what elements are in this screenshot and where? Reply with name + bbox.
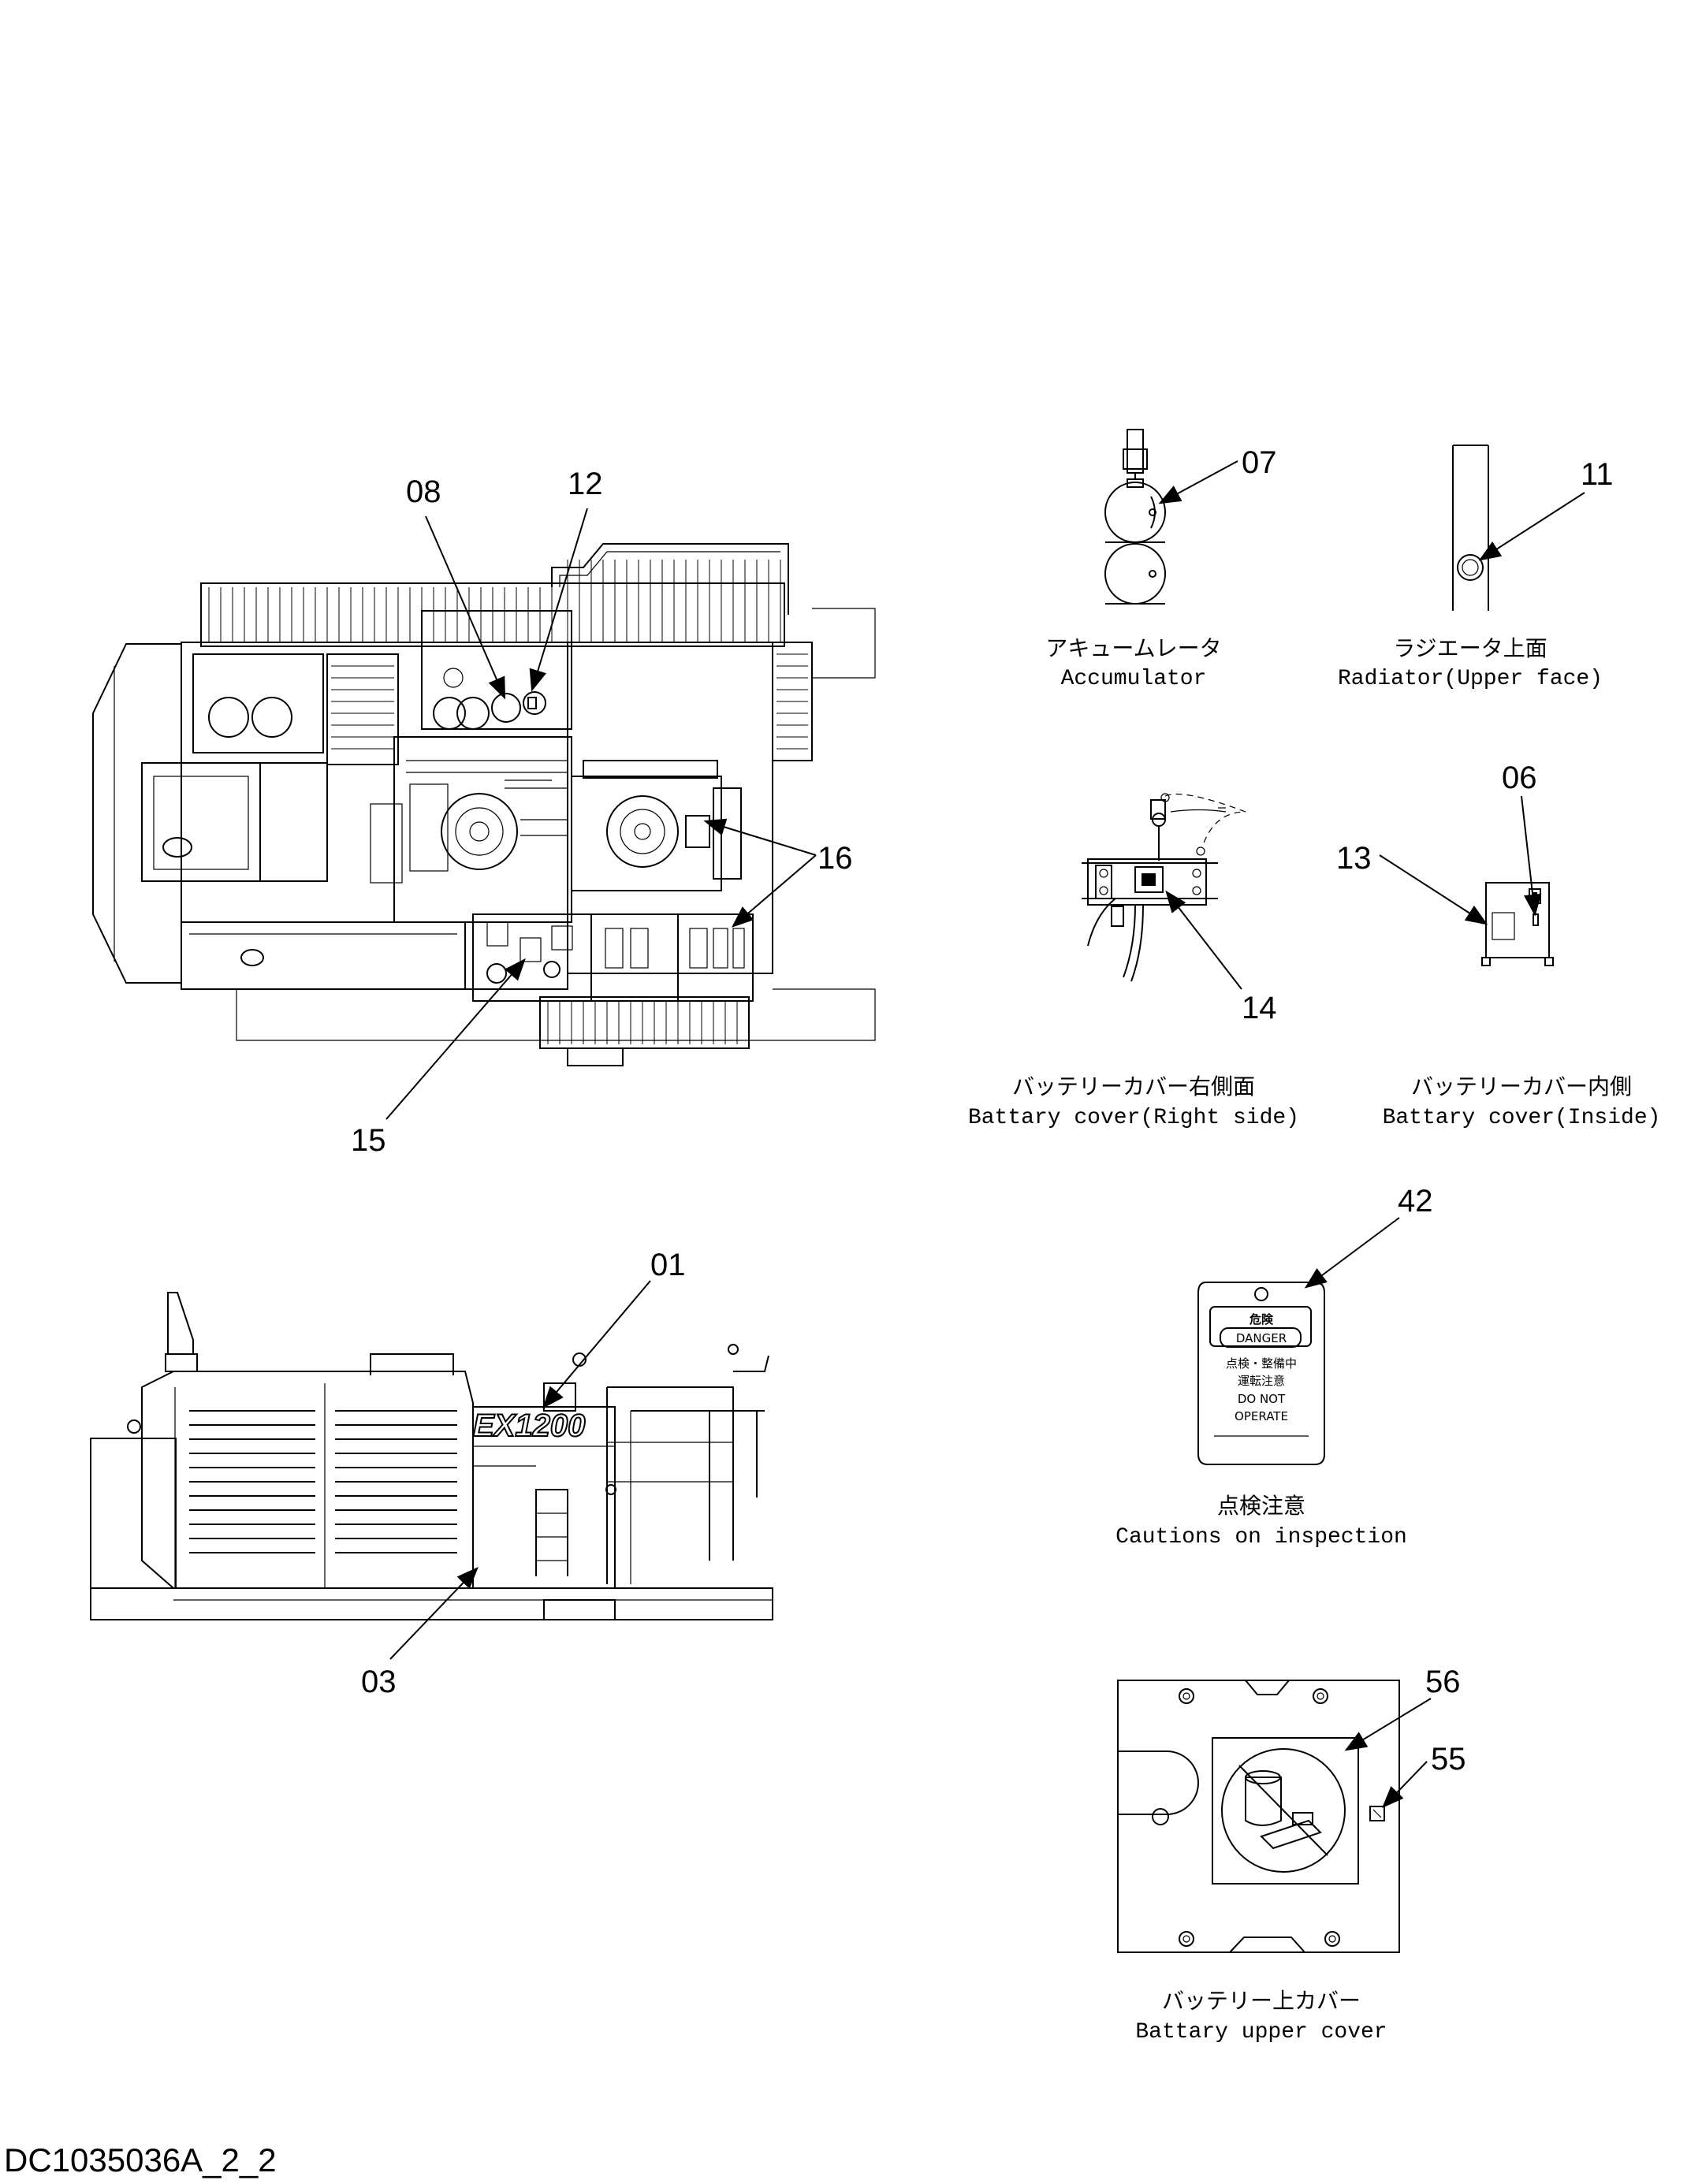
caption-battery-right-en: Battary cover(Right side) bbox=[968, 1106, 1299, 1130]
caption-radiator-jp: ラジエータ上面 bbox=[1393, 635, 1547, 661]
caption-radiator-en: Radiator(Upper face) bbox=[1338, 667, 1603, 691]
callout-42: 42 bbox=[1398, 1184, 1433, 1219]
callout-03: 03 bbox=[361, 1665, 397, 1699]
callout-56: 56 bbox=[1425, 1665, 1461, 1699]
callout-15: 15 bbox=[351, 1123, 386, 1158]
machine-side-view bbox=[90, 1292, 773, 1620]
caption-inspection-en: Cautions on inspection bbox=[1115, 1525, 1407, 1550]
battery-upper-cover-detail bbox=[1117, 1680, 1400, 1953]
tag-line3: 点検・整備中 bbox=[1226, 1356, 1297, 1371]
tag-line4: 運転注意 bbox=[1238, 1374, 1285, 1388]
tag-line6: OPERATE bbox=[1235, 1409, 1288, 1423]
caption-battery-inside-jp: バッテリーカバー内側 bbox=[1411, 1073, 1632, 1099]
top-grill-lines bbox=[208, 560, 781, 642]
callout-13: 13 bbox=[1336, 841, 1372, 876]
model-badge: EX1200 bbox=[473, 1408, 585, 1443]
callout-01: 01 bbox=[650, 1248, 686, 1282]
callout-11: 11 bbox=[1581, 457, 1614, 492]
callout-14: 14 bbox=[1242, 991, 1277, 1025]
callout-08: 08 bbox=[406, 474, 441, 509]
caption-battery-inside-en: Battary cover(Inside) bbox=[1383, 1106, 1661, 1130]
radiator-detail bbox=[1452, 445, 1489, 611]
tag-line2: DANGER bbox=[1236, 1331, 1287, 1345]
caption-accumulator-jp: アキュームレータ bbox=[1045, 635, 1221, 661]
tag-line5: DO NOT bbox=[1238, 1392, 1286, 1406]
callout-07: 07 bbox=[1242, 445, 1277, 480]
callout-06: 06 bbox=[1502, 761, 1537, 795]
battery-cover-inside-detail bbox=[1481, 882, 1554, 966]
side-louvers bbox=[189, 1410, 457, 1553]
callout-55: 55 bbox=[1431, 1742, 1466, 1777]
caption-battery-upper-en: Battary upper cover bbox=[1135, 2020, 1387, 2044]
machine-top-view bbox=[92, 543, 876, 1066]
accumulator-detail bbox=[1104, 429, 1166, 605]
caption-battery-upper-jp: バッテリー上カバー bbox=[1162, 1988, 1361, 2014]
battery-cover-right-detail bbox=[1082, 793, 1246, 982]
document-id: DC1035036A_2_2 bbox=[4, 2141, 277, 2178]
callout-16: 16 bbox=[817, 841, 853, 876]
callout-12: 12 bbox=[568, 467, 603, 501]
caption-accumulator-en: Accumulator bbox=[1061, 667, 1207, 691]
caption-battery-right-jp: バッテリーカバー右側面 bbox=[1012, 1073, 1255, 1099]
tag-line1: 危険 bbox=[1249, 1312, 1274, 1326]
caption-inspection-jp: 点検注意 bbox=[1217, 1493, 1305, 1519]
